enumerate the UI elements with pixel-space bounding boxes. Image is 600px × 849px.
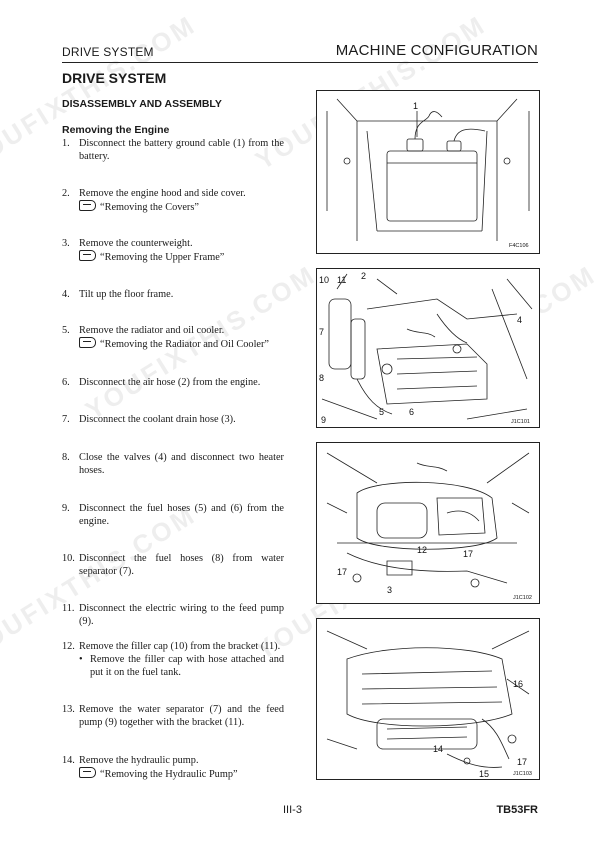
- model-name: TB53FR: [496, 804, 538, 816]
- step-3: 3. Remove the counterweight. “Removing t…: [62, 237, 284, 264]
- callout-6: 6: [409, 407, 414, 417]
- step-9: 9. Disconnect the fuel hoses (5) and (6)…: [62, 502, 284, 528]
- step-13: 13. Remove the water separator (7) and t…: [62, 703, 284, 729]
- figure-engine-hoses: 10 11 2 7 4 8 5 6 9 J1C101: [316, 268, 540, 428]
- callout-17-right: 17: [463, 549, 473, 559]
- running-header-section: DRIVE SYSTEM: [62, 45, 154, 59]
- step-text: Close the valves (4) and disconnect two …: [79, 452, 284, 476]
- step-number: 6.: [62, 377, 70, 388]
- pointing-hand-icon: [79, 250, 96, 261]
- figure-code: J1C103: [513, 771, 532, 777]
- step-12: 12. Remove the filler cap (10) from the …: [62, 640, 284, 679]
- figure-code: F4C106: [509, 243, 529, 249]
- pointing-hand-icon: [79, 337, 96, 348]
- step-text: Remove the engine hood and side cover.: [79, 188, 246, 199]
- step-text: Remove the counterweight.: [79, 238, 193, 249]
- cross-reference: “Removing the Hydraulic Pump”: [79, 767, 284, 781]
- callout-4: 4: [517, 315, 522, 325]
- step-text: Remove the radiator and oil cooler.: [79, 325, 225, 336]
- cross-reference: “Removing the Upper Frame”: [79, 250, 284, 264]
- figure-callouts: 10 11 2 7 4 8 5 6 9 J1C101: [319, 271, 530, 425]
- step-text: Disconnect the fuel hoses (8) from water…: [79, 553, 284, 577]
- callout-2: 2: [361, 271, 366, 281]
- step-text: Disconnect the battery ground cable (1) …: [79, 138, 284, 162]
- step-number: 2.: [62, 188, 70, 199]
- step-14: 14. Remove the hydraulic pump. “Removing…: [62, 754, 284, 781]
- callout-16: 16: [513, 679, 523, 689]
- step-text: Disconnect the electric wiring to the fe…: [79, 603, 284, 627]
- step-text: Tilt up the floor frame.: [79, 289, 174, 300]
- step-4: 4. Tilt up the floor frame.: [62, 288, 284, 301]
- callout-14: 14: [433, 744, 443, 754]
- step-7: 7. Disconnect the coolant drain hose (3)…: [62, 413, 284, 426]
- step-text: Disconnect the coolant drain hose (3).: [79, 414, 236, 425]
- step-1: 1. Disconnect the battery ground cable (…: [62, 137, 284, 163]
- callout-5: 5: [379, 407, 384, 417]
- cross-reference-text: “Removing the Radiator and Oil Cooler”: [100, 339, 269, 350]
- step-number: 14.: [62, 755, 75, 766]
- figure-callouts: 1 F4C106: [413, 101, 529, 249]
- step-number: 13.: [62, 704, 75, 715]
- step-number: 1.: [62, 138, 70, 149]
- step-number: 3.: [62, 238, 70, 249]
- figure-code: J1C101: [511, 419, 530, 425]
- step-text: Remove the hydraulic pump.: [79, 755, 199, 766]
- step-number: 7.: [62, 414, 70, 425]
- step-number: 10.: [62, 553, 75, 564]
- section-subtitle: DISASSEMBLY AND ASSEMBLY: [62, 98, 222, 110]
- step-number: 12.: [62, 641, 75, 652]
- running-header-chapter: MACHINE CONFIGURATION: [335, 42, 538, 59]
- step-text: Disconnect the fuel hoses (5) and (6) fr…: [79, 503, 284, 527]
- step-8: 8. Close the valves (4) and disconnect t…: [62, 451, 284, 477]
- step-text: Remove the water separator (7) and the f…: [79, 704, 284, 728]
- figure-callouts: 16 14 17 15 J1C103: [433, 679, 532, 779]
- figure-callouts: 12 17 17 3 J1C102: [337, 545, 532, 601]
- step-note: Remove the filler cap with hose attached…: [79, 653, 284, 679]
- header-rule: [62, 62, 538, 63]
- step-text: Disconnect the air hose (2) from the eng…: [79, 377, 261, 388]
- callout-12: 12: [417, 545, 427, 555]
- cross-reference: “Removing the Radiator and Oil Cooler”: [79, 337, 284, 351]
- cross-reference-text: “Removing the Covers”: [100, 202, 199, 213]
- cross-reference: “Removing the Covers”: [79, 200, 284, 214]
- callout-7: 7: [319, 327, 324, 337]
- step-5: 5. Remove the radiator and oil cooler. “…: [62, 324, 284, 351]
- step-number: 4.: [62, 289, 70, 300]
- callout-17: 17: [517, 757, 527, 767]
- step-number: 9.: [62, 503, 70, 514]
- figure-hydraulic-pump: 16 14 17 15 J1C103: [316, 618, 540, 780]
- pointing-hand-icon: [79, 767, 96, 778]
- step-11: 11. Disconnect the electric wiring to th…: [62, 602, 284, 628]
- procedure-title: Removing the Engine: [62, 124, 170, 136]
- page-title: DRIVE SYSTEM: [62, 70, 167, 86]
- callout-8: 8: [319, 373, 324, 383]
- callout-11: 11: [337, 275, 346, 285]
- callout-17-left: 17: [337, 567, 347, 577]
- page-number: III-3: [283, 804, 302, 816]
- step-number: 8.: [62, 452, 70, 463]
- pointing-hand-icon: [79, 200, 96, 211]
- figure-code: J1C102: [513, 595, 532, 601]
- callout-9: 9: [321, 415, 326, 425]
- callout-1: 1: [413, 101, 418, 111]
- step-text: Remove the filler cap (10) from the brac…: [79, 641, 281, 652]
- step-10: 10. Disconnect the fuel hoses (8) from w…: [62, 552, 284, 578]
- step-6: 6. Disconnect the air hose (2) from the …: [62, 376, 284, 389]
- figure-battery: 1 F4C106: [316, 90, 540, 254]
- callout-15: 15: [479, 769, 489, 779]
- step-2: 2. Remove the engine hood and side cover…: [62, 187, 284, 214]
- step-number: 11.: [62, 603, 75, 614]
- cross-reference-text: “Removing the Upper Frame”: [100, 252, 225, 263]
- step-number: 5.: [62, 325, 70, 336]
- callout-10: 10: [319, 275, 329, 285]
- cross-reference-text: “Removing the Hydraulic Pump”: [100, 769, 238, 780]
- callout-3: 3: [387, 585, 392, 595]
- figure-engine-top: 12 17 17 3 J1C102: [316, 442, 540, 604]
